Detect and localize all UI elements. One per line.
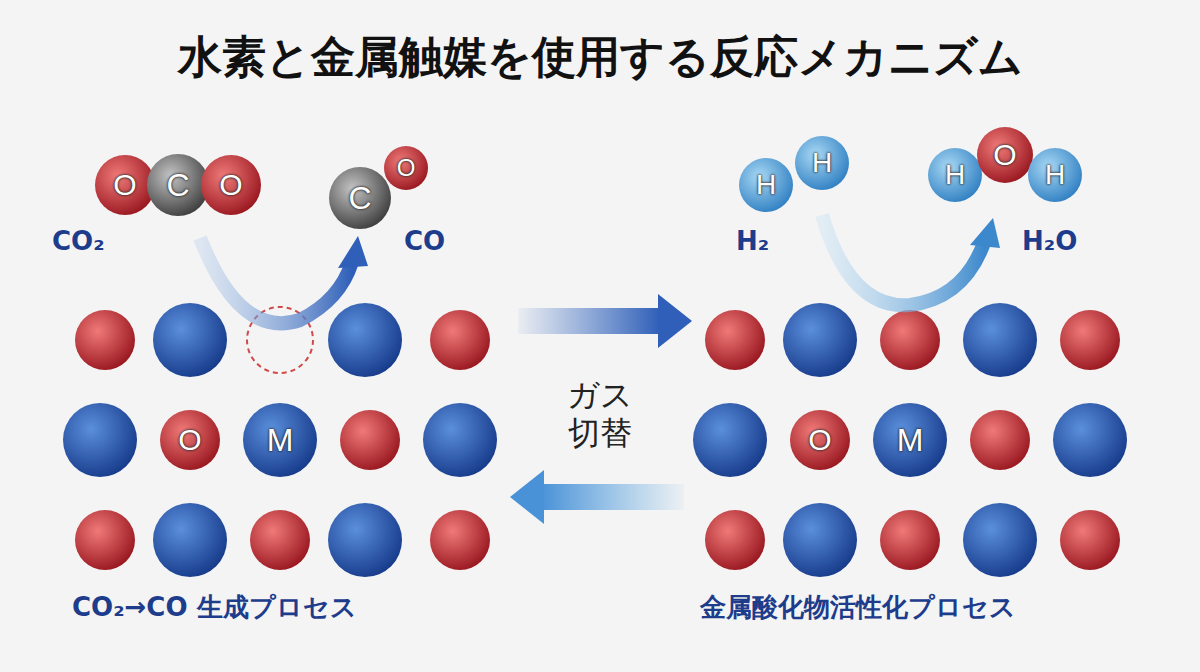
atom-symbol: C: [147, 154, 209, 216]
atom: O: [977, 127, 1033, 183]
right-lattice: [693, 303, 1127, 577]
atom: H: [795, 136, 849, 190]
formula-label: CO: [404, 226, 445, 256]
atom: M: [873, 403, 947, 477]
atom: O: [790, 410, 850, 470]
atom-symbol: O: [160, 410, 220, 470]
atom-symbol: M: [243, 403, 317, 477]
atom-symbol: H: [1028, 148, 1082, 202]
atom: M: [243, 403, 317, 477]
atom: O: [160, 410, 220, 470]
atom: C: [147, 154, 209, 216]
atom: H: [928, 148, 982, 202]
atom: O: [201, 155, 261, 215]
atom-symbol: M: [873, 403, 947, 477]
switch-arrows: [510, 294, 692, 524]
atom-symbol: C: [329, 167, 391, 229]
atom-symbol: O: [977, 127, 1033, 183]
formula-label: CO₂: [52, 226, 105, 256]
atom-symbol: H: [928, 148, 982, 202]
atom-symbol: O: [790, 410, 850, 470]
process-label: CO₂→CO 生成プロセス: [72, 590, 357, 625]
reaction-arrows: [200, 215, 1000, 323]
left-lattice: [63, 303, 497, 577]
process-label: 金属酸化物活性化プロセス: [700, 590, 1016, 625]
atom-symbol: O: [95, 155, 155, 215]
atom-symbol: H: [739, 158, 793, 212]
atom-symbol: O: [201, 155, 261, 215]
formula-label: H₂: [736, 226, 769, 256]
atom: C: [329, 167, 391, 229]
atom: O: [95, 155, 155, 215]
atom: H: [1028, 148, 1082, 202]
switch-label: ガス 切替: [563, 376, 637, 453]
formula-label: H₂O: [1022, 226, 1077, 256]
atom-symbol: H: [795, 136, 849, 190]
title: 水素と金属触媒を使用する反応メカニズム: [0, 28, 1200, 87]
atom: O: [384, 146, 428, 190]
atom: H: [739, 158, 793, 212]
atom-symbol: O: [384, 146, 428, 190]
